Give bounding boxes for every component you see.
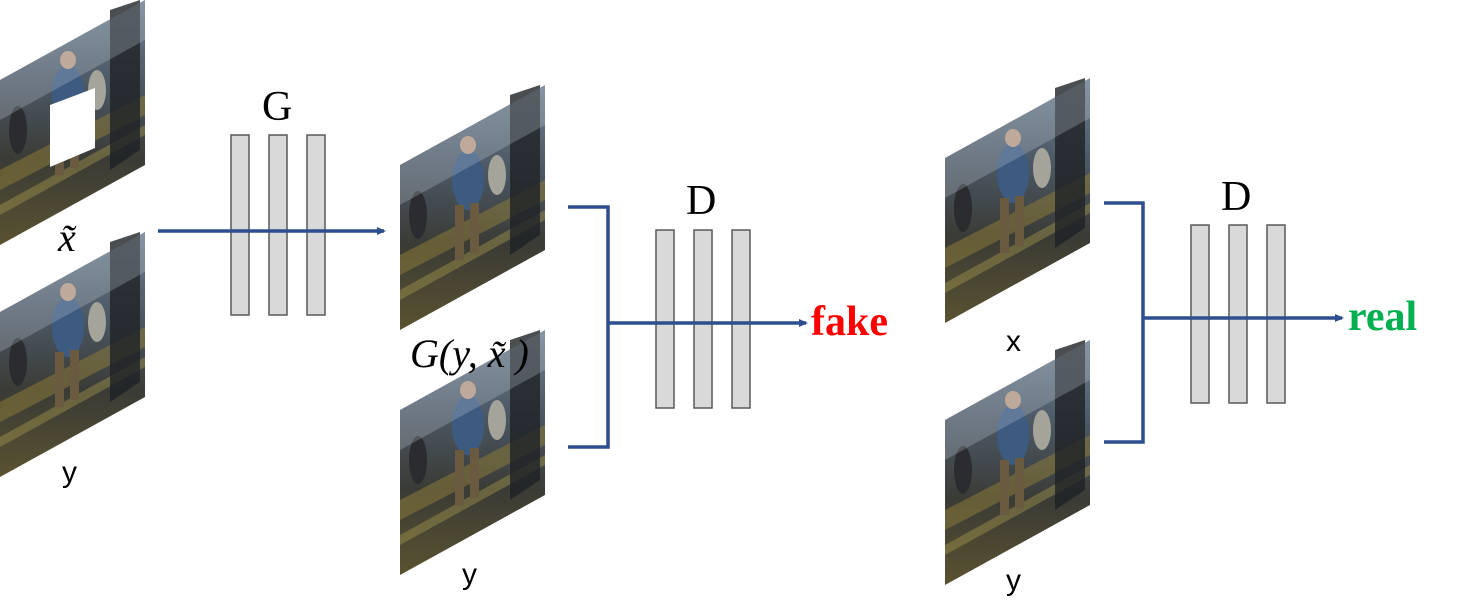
fake-bracket <box>568 205 610 449</box>
discriminator-fake-label: D <box>686 178 717 224</box>
generated-image <box>400 85 545 330</box>
generator-layer <box>306 134 326 316</box>
real-bracket <box>1104 201 1145 444</box>
real-image <box>945 78 1090 323</box>
real-output-label: real <box>1348 294 1418 340</box>
right-condition-image <box>945 340 1090 585</box>
generator-layer <box>268 134 288 316</box>
generated-label: G(y, x̃ ) <box>410 331 529 376</box>
discriminator-real-label: D <box>1221 174 1252 220</box>
left-condition-label: y <box>62 456 77 489</box>
real-input-label: x <box>1006 325 1021 358</box>
discriminator-layer <box>1266 224 1286 404</box>
discriminator-layer <box>693 229 713 409</box>
discriminator-layer <box>1190 224 1210 404</box>
discriminator-layer <box>1228 224 1248 404</box>
masked-input-image <box>0 0 145 245</box>
generator-layer <box>230 134 250 316</box>
middle-condition-label: y <box>462 558 477 591</box>
discriminator-layer <box>655 229 675 409</box>
discriminator-layer <box>731 229 751 409</box>
discriminator-real-network <box>1190 224 1286 404</box>
mask-hole <box>50 88 95 167</box>
masked-input-label: x̃ <box>58 215 76 260</box>
fake-output-label: fake <box>811 299 888 345</box>
condition-input-image <box>0 232 145 477</box>
generator-label: G <box>262 84 293 130</box>
discriminator-fake-network <box>655 229 751 409</box>
generator-network <box>230 134 326 316</box>
right-condition-label: y <box>1006 564 1021 597</box>
